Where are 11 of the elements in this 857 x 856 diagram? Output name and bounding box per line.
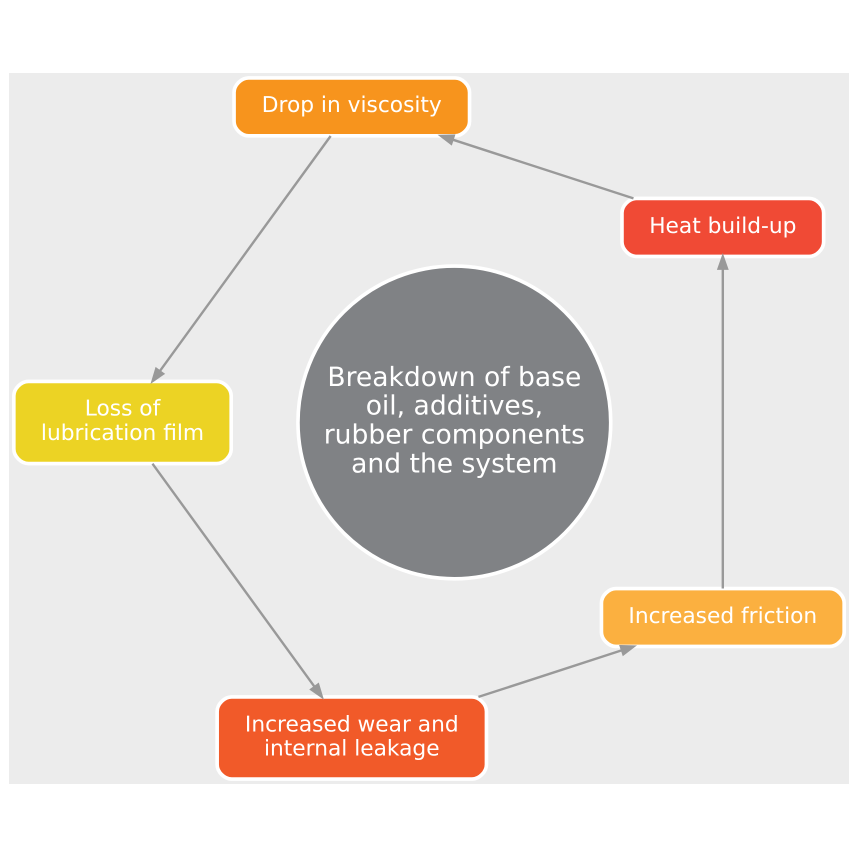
node-box: Increased wear and internal leakage [214, 694, 488, 780]
arrow [478, 644, 637, 698]
arrow [437, 134, 634, 200]
node-circle: Breakdown of base oil, additives, rubber components and the system [296, 264, 612, 580]
node-box: Heat build-up [620, 196, 825, 258]
arrow [151, 462, 324, 700]
node-box: Increased friction [599, 586, 846, 648]
arrow [716, 252, 728, 588]
node-box: Drop in viscosity [232, 76, 471, 138]
node-box: Loss of lubrication film [12, 379, 232, 465]
arrow [150, 134, 332, 384]
